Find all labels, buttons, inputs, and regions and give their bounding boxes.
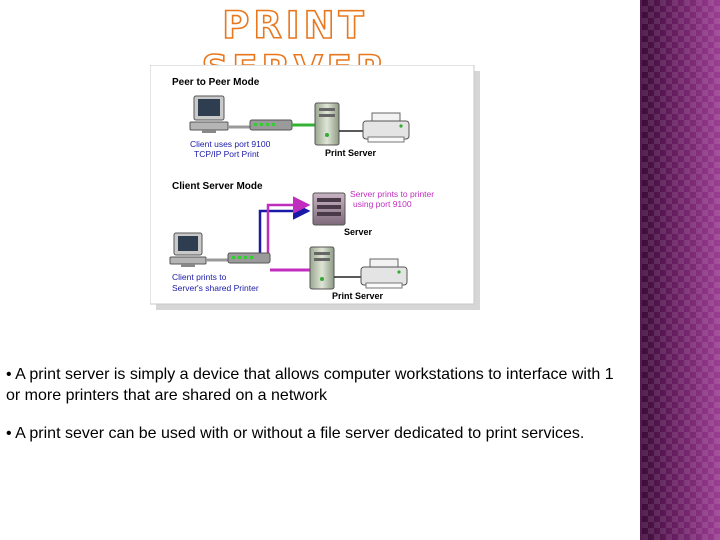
client-port-line2: TCP/IP Port Print xyxy=(194,149,260,159)
computer-icon xyxy=(170,233,206,267)
peer-mode-label: Peer to Peer Mode xyxy=(172,77,260,88)
tower-server-icon xyxy=(310,247,334,289)
bullet-item: • A print server is simply a device that… xyxy=(6,364,626,406)
print-server-label-1: Print Server xyxy=(325,148,377,158)
network-hub-icon xyxy=(228,253,270,263)
client-server-mode-label: Client Server Mode xyxy=(172,181,263,192)
slide-title: PRINT SERVER xyxy=(150,4,440,48)
computer-icon xyxy=(190,96,228,133)
bullet-item: • A print sever can be used with or with… xyxy=(6,423,626,444)
bullet-list: • A print server is simply a device that… xyxy=(6,364,626,461)
server-prints-line1: Server prints to printer xyxy=(350,189,434,199)
print-server-diagram: Peer to Peer Mode Client uses por xyxy=(150,65,480,310)
print-server-label-2: Print Server xyxy=(332,291,384,301)
client-prints-line1: Client prints to xyxy=(172,272,227,282)
server-label: Server xyxy=(344,227,373,237)
server-prints-line2: using port 9100 xyxy=(353,199,412,209)
decorative-side-panel xyxy=(642,0,720,540)
tower-server-icon xyxy=(315,103,339,145)
client-prints-line2: Server's shared Printer xyxy=(172,283,259,293)
network-hub-icon xyxy=(250,120,292,130)
rack-server-icon xyxy=(313,193,345,225)
client-port-line1: Client uses port 9100 xyxy=(190,139,271,149)
